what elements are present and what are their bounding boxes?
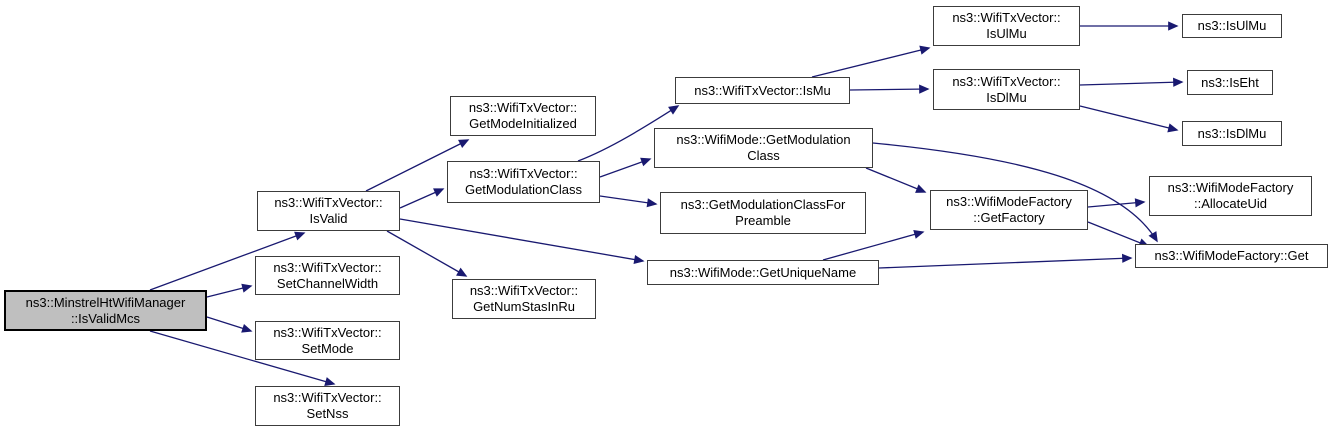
edge-isvalidmcs-to-setchannelwidth xyxy=(206,283,253,298)
node-isdlmu[interactable]: ns3::IsDlMu xyxy=(1182,121,1282,146)
edge-isvalidmcs-to-setnss xyxy=(149,330,336,386)
node-label-line: Class xyxy=(747,148,780,163)
node-label-line: ns3::WifiTxVector:: xyxy=(274,195,383,210)
edge-getmodulationclass-txv-to-getmodclassforpreamble xyxy=(599,195,658,208)
node-label-line: ns3::IsDlMu xyxy=(1197,125,1267,141)
node-label-line: GetModulationClass xyxy=(464,182,583,197)
node-setnss[interactable]: ns3::WifiTxVector::SetNss xyxy=(255,386,400,426)
node-label-line: ns3::WifiTxVector:: xyxy=(273,259,382,275)
node-label-line: ns3::WifiTxVector:: xyxy=(273,390,382,405)
edge-getfactory-to-allocateuid xyxy=(1087,198,1146,208)
node-label-line: ns3::WifiTxVector:: xyxy=(469,283,579,298)
node-label-line: ns3::IsEht xyxy=(1201,74,1259,90)
node-getnumstasinru[interactable]: ns3::WifiTxVector::GetNumStasInRu xyxy=(452,279,596,319)
edge-isvalid-to-getnumstasinru xyxy=(386,230,468,277)
edge-getuniquename-to-getfactory xyxy=(822,229,925,261)
edge-isdlmu-txv-to-iseht xyxy=(1079,77,1184,87)
node-label-line: ns3::IsUlMu xyxy=(1197,18,1267,33)
edge-getuniquename-to-get xyxy=(878,253,1133,269)
node-getmodeinitialized[interactable]: ns3::WifiTxVector::GetModeInitialized xyxy=(450,96,596,136)
node-label-line: IsDlMu xyxy=(986,89,1027,105)
node-label-line: ns3::WifiModeFactory xyxy=(946,194,1072,209)
node-getmodulationclass-txv[interactable]: ns3::WifiTxVector::GetModulationClass xyxy=(447,161,600,203)
node-label-line: ns3::WifiTxVector:: xyxy=(952,10,1061,25)
node-isvalidmcs[interactable]: ns3::MinstrelHtWifiManager::IsValidMcs xyxy=(4,290,207,331)
node-label-line: ns3::WifiMode::GetModulation xyxy=(676,132,851,147)
node-isvalid[interactable]: ns3::WifiTxVector::IsValid xyxy=(257,191,400,231)
edge-ismu-to-isulmu-txv xyxy=(811,45,931,78)
node-label-line: ::AllocateUid xyxy=(1194,196,1267,211)
node-setmode[interactable]: ns3::WifiTxVector::SetMode xyxy=(255,321,400,360)
edge-getmodulationclass-mode-to-getfactory xyxy=(865,167,927,193)
edge-isvalid-to-getmodeinitialized xyxy=(365,139,470,192)
node-label-line: ns3::WifiTxVector::IsMu xyxy=(694,82,831,98)
node-label-line: ns3::WifiTxVector:: xyxy=(273,324,382,340)
node-get[interactable]: ns3::WifiModeFactory::Get xyxy=(1135,244,1328,268)
node-isulmu[interactable]: ns3::IsUlMu xyxy=(1182,14,1282,38)
node-label-line: ns3::MinstrelHtWifiManager xyxy=(25,294,186,310)
node-getuniquename[interactable]: ns3::WifiMode::GetUniqueName xyxy=(647,260,879,285)
node-label-line: SetMode xyxy=(301,340,354,356)
node-label-line: IsUlMu xyxy=(986,26,1027,41)
edge-getmodulationclass-txv-to-getmodulationclass-mode xyxy=(599,157,652,178)
edge-isvalid-to-getuniquename xyxy=(399,218,645,265)
node-isdlmu-txv[interactable]: ns3::WifiTxVector::IsDlMu xyxy=(933,69,1080,110)
node-label-line: ::IsValidMcs xyxy=(70,310,141,326)
node-label-line: ns3::WifiModeFactory::Get xyxy=(1154,248,1309,263)
node-allocateuid[interactable]: ns3::WifiModeFactory::AllocateUid xyxy=(1149,176,1312,216)
edge-isdlmu-txv-to-isdlmu xyxy=(1079,105,1179,133)
edge-isvalidmcs-to-setmode xyxy=(206,316,253,333)
node-label-line: Preamble xyxy=(735,213,791,228)
node-ismu[interactable]: ns3::WifiTxVector::IsMu xyxy=(675,77,850,104)
node-label-line: ns3::WifiMode::GetUniqueName xyxy=(669,264,857,280)
edge-getfactory-to-get xyxy=(1087,221,1150,247)
edge-ismu-to-isdlmu-txv xyxy=(849,84,930,94)
node-label-line: ns3::WifiTxVector:: xyxy=(469,166,578,181)
node-label-line: GetModeInitialized xyxy=(469,116,577,131)
node-label-line: ns3::WifiModeFactory xyxy=(1167,180,1294,195)
node-label-line: GetNumStasInRu xyxy=(473,299,575,314)
edge-getmodulationclass-mode-to-get xyxy=(872,142,1158,243)
node-label-line: ns3::GetModulationClassFor xyxy=(680,197,846,212)
edge-isvalid-to-getmodulationclass-txv xyxy=(399,188,445,209)
node-getfactory[interactable]: ns3::WifiModeFactory::GetFactory xyxy=(930,190,1088,230)
node-label-line: ::GetFactory xyxy=(973,210,1045,225)
node-iseht[interactable]: ns3::IsEht xyxy=(1187,70,1273,95)
node-label-line: IsValid xyxy=(309,211,348,226)
node-label-line: ns3::WifiTxVector:: xyxy=(952,73,1061,89)
edge-getmodulationclass-txv-to-ismu xyxy=(577,105,680,162)
node-setchannelwidth[interactable]: ns3::WifiTxVector::SetChannelWidth xyxy=(255,256,400,295)
node-label-line: ns3::WifiTxVector:: xyxy=(468,100,578,115)
node-label-line: SetNss xyxy=(306,406,349,421)
edge-isvalidmcs-to-isvalid xyxy=(149,231,306,291)
node-isulmu-txv[interactable]: ns3::WifiTxVector::IsUlMu xyxy=(933,6,1080,46)
node-label-line: SetChannelWidth xyxy=(276,275,379,291)
